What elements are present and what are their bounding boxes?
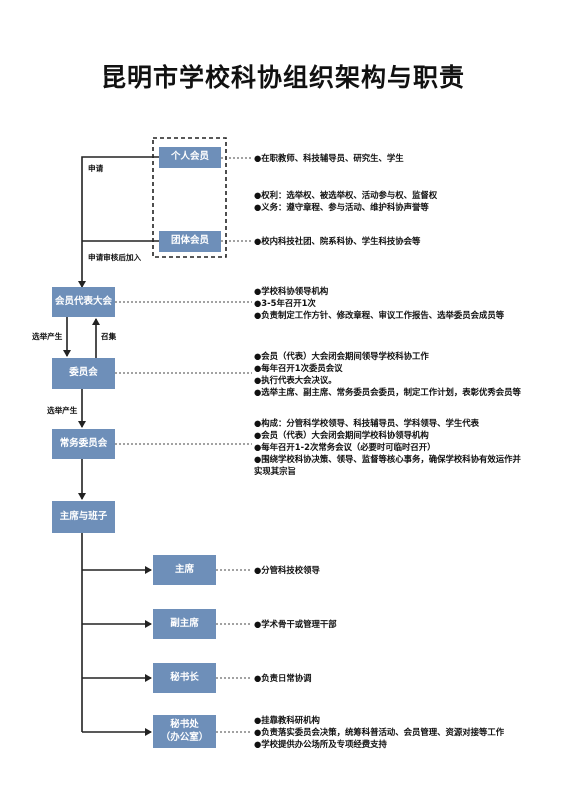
note-line: ●权利：选举权、被选举权、活动参与权、监督权 (254, 190, 438, 200)
node-group-member: 团体会员 (159, 231, 221, 252)
page-title: 昆明市学校科协组织架构与职责 (100, 63, 465, 92)
note-line: 实现其宗旨 (254, 466, 296, 476)
member-group-frame (152, 137, 227, 258)
node-leadership: 主席与班子 (52, 501, 115, 533)
note-line: ●每年召开1-2次常务会议（必要时可临时召开） (254, 442, 436, 452)
note-line: ●3-5年召开1次 (254, 298, 316, 308)
note-line: ●学校提供办公场所及专项经费支持 (254, 739, 387, 749)
note-line: ●围绕学校科协决策、领导、监督等核心事务，确保学校科协有效运作并 (254, 454, 521, 464)
node-congress-label: 会员代表大会 (54, 295, 112, 307)
node-vice-label: 副主席 (170, 617, 199, 629)
note-line: ●执行代表大会决议。 (254, 375, 337, 385)
node-vice-chairman: 副主席 (153, 609, 216, 639)
node-standing-label: 常务委员会 (59, 437, 108, 449)
node-office-label-2: （办公室） (160, 731, 209, 743)
note-line: ●构成：分管科学校领导、科技辅导员、学科领导、学生代表 (254, 418, 480, 428)
node-committee-label: 委员会 (69, 367, 98, 379)
node-secretariat-office: 秘书处 （办公室） (153, 715, 216, 748)
node-committee: 委员会 (52, 358, 115, 389)
node-leadership-label: 主席与班子 (59, 510, 108, 522)
note-vice-chairman: ●学术骨干或管理干部 (254, 618, 337, 630)
note-line: ●负责日常协调 (254, 673, 312, 683)
node-chairman: 主席 (153, 555, 216, 585)
node-individual-member: 个人会员 (159, 147, 221, 168)
note-standing: ●构成：分管科学校领导、科技辅导员、学科领导、学生代表 ●会员（代表）大会闭会期… (254, 417, 521, 477)
note-committee: ●会员（代表）大会闭会期间领导学校科协工作 ●每年召开1次委员会议 ●执行代表大… (254, 350, 521, 398)
note-line: ●挂靠教科研机构 (254, 715, 320, 725)
note-secretariat: ●挂靠教科研机构 ●负责落实委员会决策，统筹科普活动、会员管理、资源对接等工作 … (254, 714, 504, 750)
note-line: ●会员（代表）大会闭会期间学校科协领导机构 (254, 430, 429, 440)
node-group-label: 团体会员 (170, 235, 209, 247)
note-line: ●会员（代表）大会闭会期间领导学校科协工作 (254, 351, 429, 361)
note-line: ●在职教师、科技辅导员、研究生、学生 (254, 153, 404, 163)
note-line: ●学术骨干或管理干部 (254, 619, 337, 629)
note-line: ●义务：遵守章程、参与活动、维护科协声誉等 (254, 202, 429, 212)
note-line: ●学校科协领导机构 (254, 286, 329, 296)
spine-apply (78, 156, 159, 288)
label-elect-1: 选举产生 (32, 332, 63, 341)
note-line: ●负责制定工作方针、修改章程、审议工作报告、选举委员会成员等 (254, 310, 505, 320)
note-congress: ●学校科协领导机构 ●3-5年召开1次 ●负责制定工作方针、修改章程、审议工作报… (254, 285, 504, 321)
label-apply: 申请 (88, 164, 104, 173)
note-secretary-general: ●负责日常协调 (254, 672, 312, 684)
note-line: ●分管科技校领导 (254, 565, 320, 575)
note-line: ●选举主席、副主席、常务委员会委员，制定工作计划，表彰优秀会员等 (254, 387, 521, 397)
note-rights-duties: ●权利：选举权、被选举权、活动参与权、监督权 ●义务：遵守章程、参与活动、维护科… (254, 189, 437, 213)
note-chairman: ●分管科技校领导 (254, 564, 320, 576)
note-line: ●每年召开1次委员会议 (254, 363, 343, 373)
label-elect-2: 选举产生 (47, 406, 78, 415)
note-line: ●负责落实委员会决策，统筹科普活动、会员管理、资源对接等工作 (254, 727, 505, 737)
node-congress: 会员代表大会 (52, 287, 115, 317)
node-individual-label: 个人会员 (170, 151, 209, 163)
node-chairman-label: 主席 (174, 563, 194, 575)
node-standing-committee: 常务委员会 (52, 429, 115, 459)
label-convene: 召集 (101, 332, 117, 341)
note-individual: ●在职教师、科技辅导员、研究生、学生 (254, 152, 404, 164)
dotted-leaders (115, 157, 252, 733)
label-apply-join: 申请审核后加入 (88, 253, 142, 262)
node-secretary-general: 秘书长 (153, 663, 216, 693)
note-group: ●校内科技社团、院系科协、学生科技协会等 (254, 235, 420, 247)
node-secretary-label: 秘书长 (170, 671, 199, 683)
note-line: ●校内科技社团、院系科协、学生科技协会等 (254, 236, 421, 246)
node-office-label-1: 秘书处 (170, 718, 199, 730)
